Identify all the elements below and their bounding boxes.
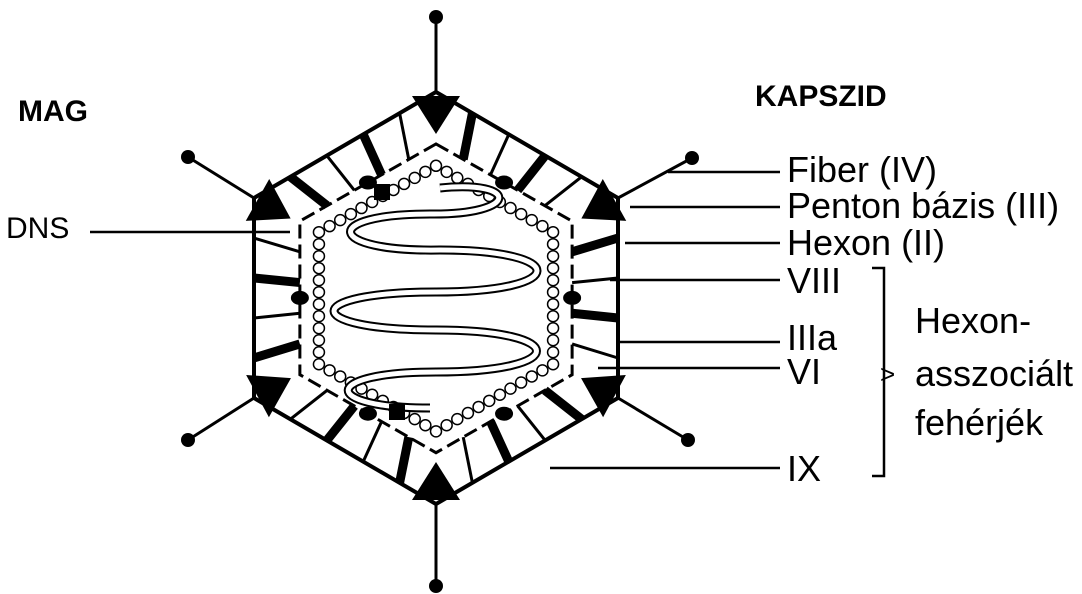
core-protein-bead bbox=[409, 172, 420, 183]
core-protein-bead bbox=[313, 275, 324, 286]
fiber-shaft bbox=[188, 157, 254, 198]
protein-vi-bead bbox=[359, 407, 377, 421]
ix-label: IX bbox=[787, 451, 821, 487]
core-protein-bead bbox=[537, 365, 548, 376]
core-protein-bead bbox=[516, 209, 527, 220]
core-protein-bead bbox=[399, 178, 410, 189]
hexon-divider bbox=[572, 313, 618, 318]
core-protein-bead bbox=[526, 371, 537, 382]
core-protein-bead bbox=[548, 263, 559, 274]
core-protein-bead bbox=[420, 420, 431, 431]
core-protein-bead bbox=[548, 359, 559, 370]
core-protein-bead bbox=[548, 239, 559, 250]
core-protein-bead bbox=[548, 335, 559, 346]
capsid-shell bbox=[246, 92, 626, 504]
core-protein-bead bbox=[452, 414, 463, 425]
protein-vi-bead bbox=[495, 176, 513, 190]
core-protein-bead bbox=[494, 389, 505, 400]
core-protein-bead bbox=[462, 408, 473, 419]
group-label-line-2: asszociált bbox=[915, 356, 1073, 392]
core-protein-bead bbox=[452, 172, 463, 183]
core-protein-bead bbox=[313, 263, 324, 274]
core-protein-bead bbox=[548, 287, 559, 298]
core-protein-bead bbox=[526, 215, 537, 226]
capsid-section-heading: KAPSZID bbox=[755, 82, 887, 112]
core-protein-bead bbox=[420, 166, 431, 177]
group-bracket-tip: > bbox=[880, 361, 895, 387]
hexon-label: Hexon (II) bbox=[787, 225, 945, 261]
core-protein-bead bbox=[505, 383, 516, 394]
fiber-knob bbox=[429, 10, 443, 24]
core-protein-bead bbox=[473, 401, 484, 412]
core-protein-bead bbox=[313, 251, 324, 262]
hexon-divider bbox=[254, 278, 300, 283]
core-protein-bead bbox=[516, 377, 527, 388]
core-protein-bead bbox=[409, 414, 420, 425]
core-protein-bead bbox=[313, 311, 324, 322]
fiber-knob bbox=[429, 579, 443, 593]
core-protein-bead bbox=[548, 347, 559, 358]
fiber-knob bbox=[181, 433, 195, 447]
core-section-heading: MAG bbox=[18, 97, 88, 127]
core-protein-bead bbox=[484, 395, 495, 406]
core-protein-bead bbox=[441, 420, 452, 431]
fiber-knob bbox=[181, 150, 195, 164]
core-protein-bead bbox=[313, 335, 324, 346]
fiber-knob bbox=[681, 433, 695, 447]
fiber-shaft bbox=[618, 158, 692, 198]
core-protein-bead bbox=[548, 275, 559, 286]
core-protein-bead bbox=[313, 299, 324, 310]
protein-vi-bead bbox=[291, 291, 309, 305]
viii-label: VIII bbox=[787, 263, 841, 299]
core-protein-bead bbox=[313, 347, 324, 358]
core-protein-bead bbox=[505, 203, 516, 214]
core-protein-bead bbox=[335, 371, 346, 382]
core-protein-bead bbox=[313, 287, 324, 298]
core-protein-bead bbox=[313, 227, 324, 238]
penton-base-label: Penton bázis (III) bbox=[787, 188, 1059, 224]
fiber-shaft bbox=[188, 398, 254, 440]
core-protein-bead bbox=[548, 299, 559, 310]
fiber-label: Fiber (IV) bbox=[787, 152, 937, 188]
dns-label: DNS bbox=[6, 214, 69, 244]
core-protein-bead bbox=[537, 221, 548, 232]
fiber-knob bbox=[685, 151, 699, 165]
core-protein-bead bbox=[324, 221, 335, 232]
core-protein-bead bbox=[431, 160, 442, 171]
core-protein-bead bbox=[335, 215, 346, 226]
group-label-line-3: fehérjék bbox=[915, 405, 1043, 441]
core-protein-bead bbox=[313, 239, 324, 250]
group-label-line-1: Hexon- bbox=[915, 303, 1031, 339]
protein-vi-bead bbox=[495, 407, 513, 421]
core-protein-bead bbox=[313, 323, 324, 334]
core-protein-bead bbox=[313, 359, 324, 370]
core-protein-bead bbox=[548, 227, 559, 238]
protein-vi-bead bbox=[563, 291, 581, 305]
core-protein-bead bbox=[548, 251, 559, 262]
core-protein-bead bbox=[345, 209, 356, 220]
core-protein-bead bbox=[548, 311, 559, 322]
terminal-protein bbox=[374, 184, 390, 200]
core-protein-bead bbox=[324, 365, 335, 376]
core-protein-bead bbox=[548, 323, 559, 334]
core-protein-bead bbox=[431, 426, 442, 437]
vi-label: VI bbox=[787, 354, 821, 390]
core-protein-bead bbox=[356, 203, 367, 214]
core-protein-bead bbox=[441, 166, 452, 177]
fiber-shaft bbox=[618, 398, 688, 440]
terminal-protein bbox=[389, 404, 405, 420]
